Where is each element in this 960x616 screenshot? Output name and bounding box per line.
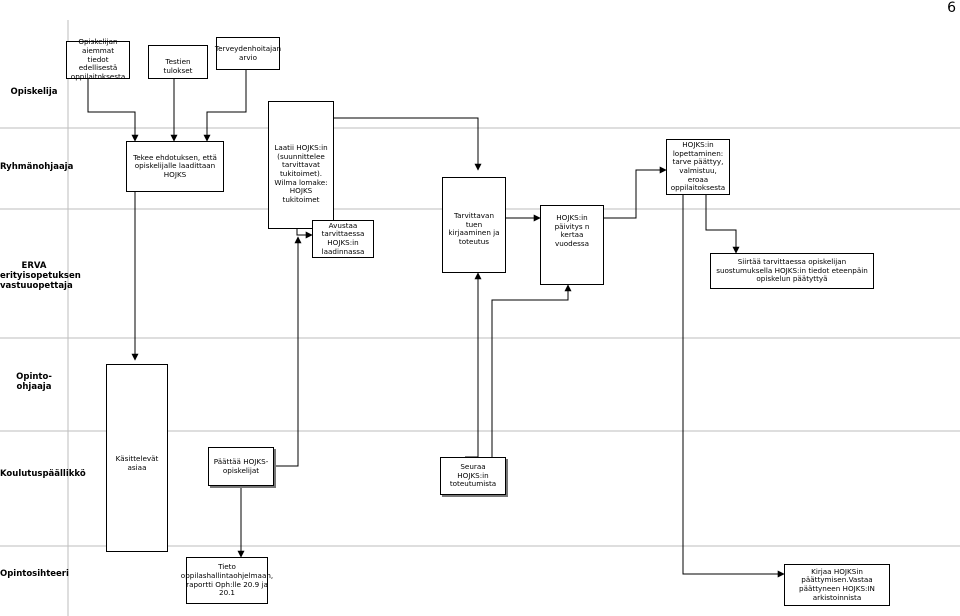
connector-seuraa-to-tarvittavan [465,272,482,458]
connector-laatii-to-avustaa [296,229,313,239]
connector-terveys-to-tekee [203,70,247,142]
box-tieto: Tieto oppilashallintaohjelmaan, raportti… [181,557,273,604]
box-kirjaa: Kirjaa HOJKSin päättymisen.Vastaa päätty… [784,564,890,606]
connector-paivitys-to-lopettaminen [604,166,667,219]
lane-label-opintosihteeri: Opintosihteeri [0,569,69,579]
box-tekee-ehdotuksen: Tekee ehdotuksen, että opiskelijalle laa… [126,141,224,192]
connector-lopettaminen-to-kirjaa [682,195,785,578]
box-seuraa: Seuraa HOJKS:in toteutumista [440,457,506,495]
lane-label-opinto-ohjaaja: Opinto-ohjaaja [16,372,52,392]
connector-lopettaminen-to-siirtaa [705,195,740,254]
box-siirtaa: Siirtää tarvittaessa opiskelijan suostum… [710,253,874,289]
box-paivitys: HOJKS:in päivitys n kertaa vuodessa [540,205,604,285]
box-kasittelevat: Käsittelevät asiaa [106,364,168,552]
box-laatii-hojks: Laatii HOJKS:in (suunnittelee tarvittava… [268,101,334,229]
connectors [87,70,785,578]
box-testien-tulokset: Testien tulokset [148,45,208,79]
lane-label-erva: ERVA erityisopetuksen vastuuopettaja [0,261,81,291]
connector-seuraa-to-paivitys [491,284,572,457]
box-tarvittavan-tuen: Tarvittavan tuen kirjaaminen ja toteutus [442,177,506,273]
box-avustaa: Avustaa tarvittaessa HOJKS:in laadinnass… [312,220,374,258]
box-lopettaminen: HOJKS:in lopettaminen: tarve päättyy, va… [666,139,730,195]
box-terveydenhoitajan-arvio: Terveydenhoitajan arvio [215,37,281,70]
connector-paattaa-to-laatii [274,236,302,467]
connector-aiemmat-to-tekee [87,79,139,142]
box-aiemmat-tiedot: Opiskelijan aiemmat tiedot edellisestä o… [66,38,130,81]
lane-label-ryhmanohjaaja: Ryhmänohjaaja [0,162,74,172]
lane-label-koulutuspaallikko: Koulutuspäällikkö [0,469,86,479]
box-paattaa: Päättää HOJKS-opiskelijat [208,447,274,486]
lane-label-opiskelija: Opiskelija [10,87,58,97]
page-number: 6 [947,0,956,16]
